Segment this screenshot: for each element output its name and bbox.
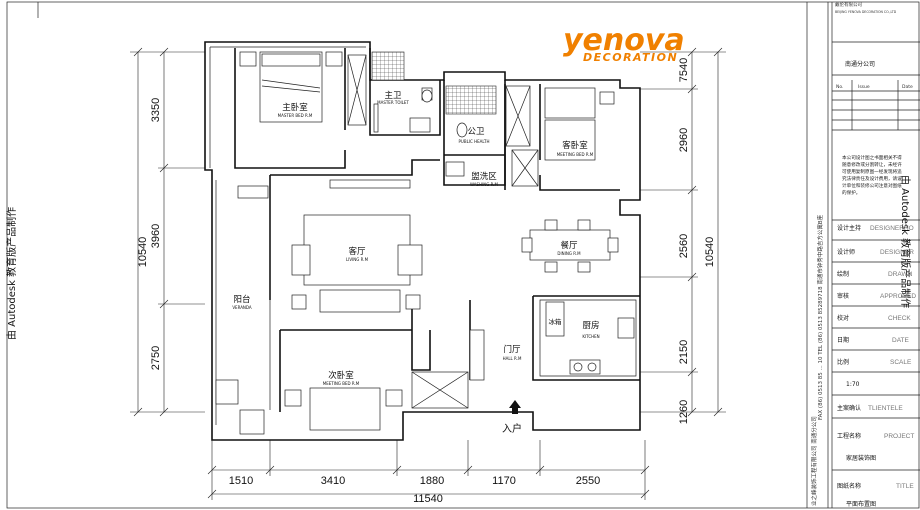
tb-company-en: BEIJING YENOVA DECORATION CO.,LTD xyxy=(835,10,897,14)
room-kitchen-en: KITCHEN xyxy=(582,334,599,339)
room-guest-bed: 客卧室 xyxy=(562,140,588,151)
entry-label: 入户 xyxy=(502,422,522,435)
room-washing-en: WASHING R.M xyxy=(470,182,498,187)
plan-walls xyxy=(204,41,641,441)
dim-left-3: 2750 xyxy=(150,346,162,370)
right-dimension-chain: 7540 2960 2560 2150 1260 10540 xyxy=(640,47,726,424)
room-dining: 餐厅 xyxy=(560,241,578,251)
tb-row-value: DESIGNER xyxy=(880,249,914,256)
tb-row-label: 主案确认 xyxy=(837,404,861,412)
right-watermark: 由 Autodesk 教育版产品制作 xyxy=(899,175,912,308)
dim-right-4: 2150 xyxy=(678,340,690,364)
tb-row-label: 绘制 xyxy=(837,270,849,278)
tb-scale-value: 1:70 xyxy=(846,381,860,388)
room-second-bed: 次卧室 xyxy=(328,370,354,381)
room-hall-en: HALL R.M xyxy=(503,356,522,361)
room-guest-bed-en: MEETING BED R.M xyxy=(557,152,594,157)
room-fridge: 冰箱 xyxy=(549,317,563,326)
dim-left-1: 3350 xyxy=(150,98,162,122)
room-master-toilet: 主卫 xyxy=(384,90,402,101)
dim-right-1: 7540 xyxy=(678,58,690,82)
tb-row-label: 设计主持 xyxy=(837,224,861,232)
room-master-bed-en: MASTER BED R.M xyxy=(278,113,313,118)
dim-right-3: 2560 xyxy=(678,234,690,258)
tb-row-value: DRAWN xyxy=(888,271,913,278)
room-public-toilet-en: PUBLIC HEALTH xyxy=(459,139,490,144)
tb-row-value: CHECK xyxy=(888,315,911,322)
tb-side-contact: FAX (86) 0513 85 ... 10 TEL (86) 0513 85… xyxy=(816,214,824,420)
tb-row-value: SCALE xyxy=(890,359,912,366)
left-dimension-chain: 10540 3350 3960 2750 xyxy=(130,47,205,417)
tb-note: 本公司设计图之书面相关不得随意修改或分割转让，未经许可使用复制原图一经发现将追究… xyxy=(842,156,902,196)
bottom-dimension-chain: 1510 3410 1880 1170 2550 11540 xyxy=(207,440,650,505)
dim-bottom-2: 3410 xyxy=(321,475,345,487)
tb-project-value: 家居装饰图 xyxy=(846,454,876,462)
tb-row-value: DATE xyxy=(892,337,910,344)
dim-bottom-total: 11540 xyxy=(413,493,443,505)
tb-row-label: 比例 xyxy=(837,358,849,366)
room-labels: 主卧室 MASTER BED R.M 主卫 MASTER TOILET 公卫 P… xyxy=(232,90,599,386)
plan-furniture: 入户 xyxy=(215,51,635,435)
company-logo-sub: DECORATION xyxy=(583,51,678,64)
room-second-bed-en: MEETING BED R.M xyxy=(323,381,360,386)
tb-row-label: 审核 xyxy=(837,292,849,300)
dim-right-2: 2960 xyxy=(678,128,690,152)
room-living-en: LIVING R.M xyxy=(346,257,369,262)
left-watermark: 由 Autodesk 教育版产品制作 xyxy=(5,207,18,340)
room-veranda: 阳台 xyxy=(233,294,250,305)
tb-row-value: APPROVED xyxy=(880,293,916,300)
room-master-bed: 主卧室 xyxy=(282,102,308,113)
tb-date-label: Date xyxy=(902,84,913,90)
tb-row-value: DESIGNERHO xyxy=(870,225,914,232)
dim-bottom-3: 1880 xyxy=(420,475,444,487)
tb-row-label: 校对 xyxy=(837,314,849,322)
dim-right-outer: 10540 xyxy=(704,237,716,268)
tb-no-label: No. xyxy=(836,84,843,90)
tb-side-company: 业之峰装饰工程有限公司 南通分公司 xyxy=(810,416,818,506)
title-block: FAX (86) 0513 85 ... 10 TEL (86) 0513 85… xyxy=(806,1,920,508)
dim-right-5: 1260 xyxy=(678,400,690,424)
dim-bottom-1: 1510 xyxy=(229,475,253,487)
tb-issue-label: Issue xyxy=(858,84,870,90)
room-dining-en: DINING R.M xyxy=(557,251,581,256)
tb-rows: 设计主持 DESIGNERHO 设计师 DESIGNER 绘制 DRAWN 审核… xyxy=(832,224,920,508)
dim-left-2: 3960 xyxy=(150,224,162,248)
room-living: 客厅 xyxy=(348,246,366,257)
tb-row-label: 日期 xyxy=(837,336,849,344)
room-master-toilet-en: MASTER TOILET xyxy=(377,100,409,105)
dim-left-outer: 10540 xyxy=(137,237,149,268)
room-kitchen: 厨房 xyxy=(582,320,599,331)
tb-row-label: 设计师 xyxy=(837,248,855,256)
room-hall: 门厅 xyxy=(503,344,521,355)
tb-row-label: 工程名称 xyxy=(837,432,861,440)
sheet-border xyxy=(6,1,920,509)
dim-bottom-4: 1170 xyxy=(492,475,516,487)
room-washing: 盥洗区 xyxy=(471,171,497,182)
tb-drawing-title: 平面布置图 xyxy=(846,500,876,508)
tb-company-small: 戴伦有限公司 xyxy=(835,1,862,8)
tb-row-label: 图纸名称 xyxy=(837,482,861,490)
tb-branch: 南通分公司 xyxy=(845,60,875,68)
room-public-toilet: 公卫 xyxy=(467,127,485,137)
tb-row-value: TITLE xyxy=(896,483,914,490)
dim-bottom-5: 2550 xyxy=(576,475,600,487)
room-veranda-en: VERANDA xyxy=(232,305,252,310)
tb-row-value: PROJECT xyxy=(884,433,914,440)
tb-row-value: TLIENTELE xyxy=(868,405,903,412)
